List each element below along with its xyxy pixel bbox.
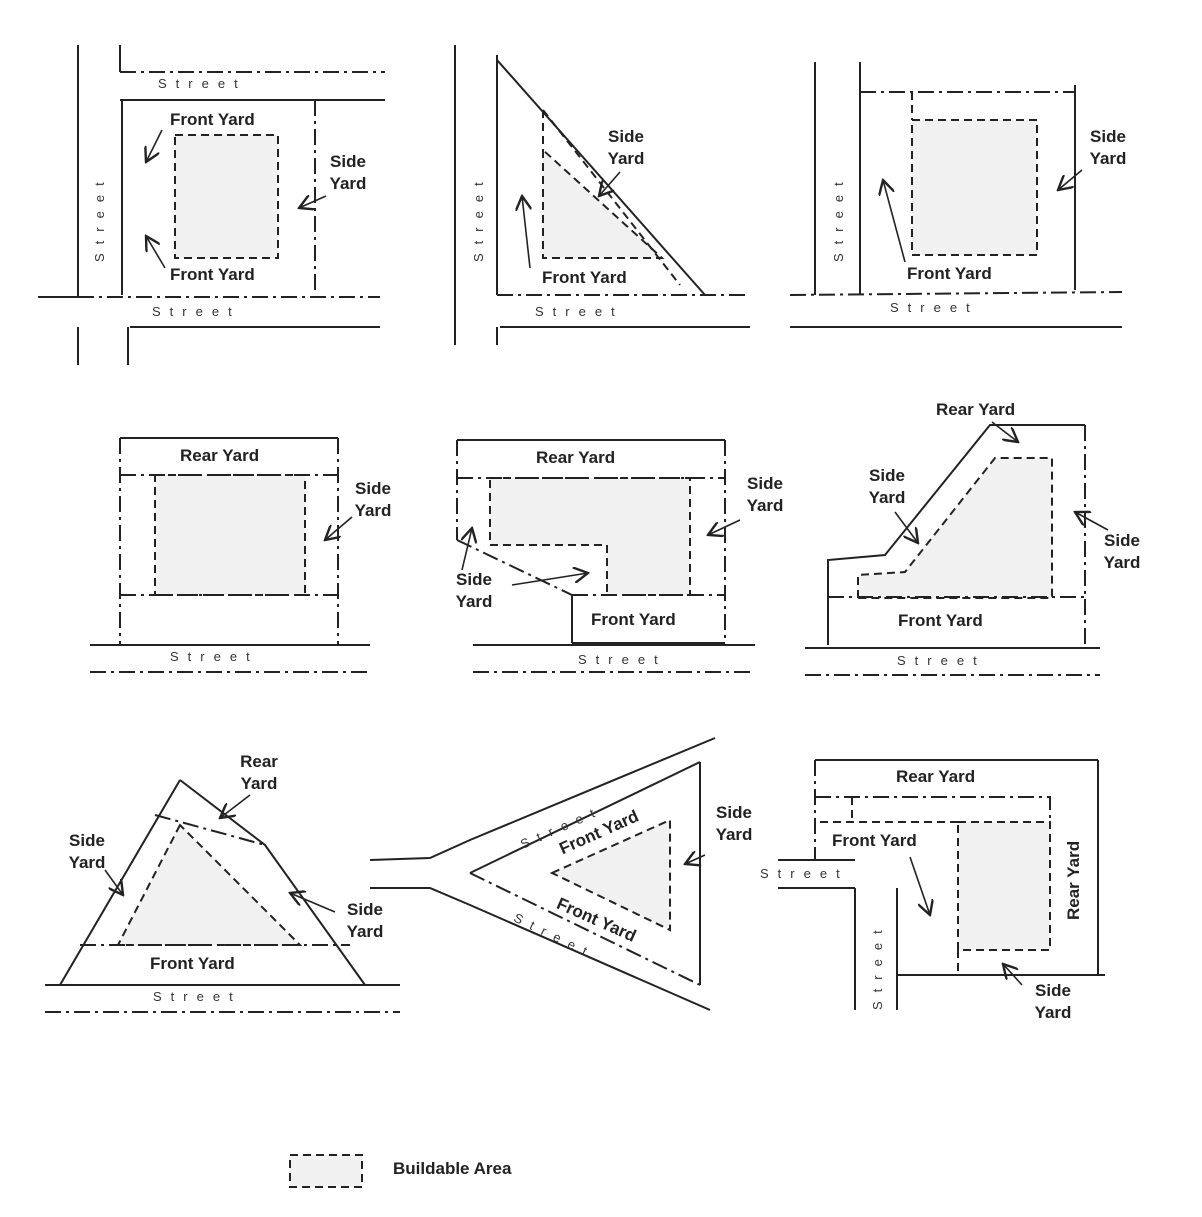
pointer-arrow-icon (104, 869, 123, 895)
buildable-area (549, 818, 671, 932)
pointer-arrow-icon (909, 856, 930, 915)
lot-line (369, 737, 716, 861)
rear-yard-label: Rear Yard (896, 767, 976, 786)
street-label: Street (890, 300, 979, 315)
pointer-arrow-icon (511, 573, 588, 586)
pointer-arrow-icon (883, 180, 906, 263)
front-yard-label: Front Yard (542, 268, 627, 287)
rear-yard-label: Rear Yard (1064, 840, 1083, 920)
pointer-arrow-icon (220, 794, 251, 818)
street-label: Street (153, 989, 242, 1004)
side-yard-label: Side Yard (607, 127, 645, 168)
lot-line (370, 887, 711, 1011)
lot-line (469, 761, 701, 874)
street-label: Street (170, 649, 259, 664)
pointer-arrow-icon (685, 855, 706, 864)
side-yard-label: Side Yard (1103, 531, 1141, 572)
front-yard-label: Front Yard (591, 610, 676, 629)
buildable-area (174, 134, 279, 259)
side-yard-label: Side Yard (715, 803, 753, 844)
street-label: Street (831, 173, 846, 262)
side-yard-label: Side Yard (455, 570, 493, 611)
pointer-arrow-icon (462, 528, 472, 571)
property-line (789, 291, 1123, 296)
buildable-area (116, 823, 303, 946)
buildable-area (489, 477, 691, 596)
property-line (154, 814, 266, 846)
legend-buildable-area-label: Buildable Area (393, 1159, 512, 1178)
pointer-arrow-icon (146, 129, 163, 162)
pointer-arrow-icon (991, 421, 1018, 442)
lot-line (827, 424, 1085, 645)
legend-buildable-area-swatch (289, 1154, 363, 1188)
side-yard-label: Side Yard (868, 466, 906, 507)
rear-yard-label: Rear Yard (180, 446, 260, 465)
buildable-area (911, 119, 1038, 256)
buildable-area (957, 821, 1051, 951)
rear-yard-label: Rear Yard (936, 400, 1016, 419)
pointer-arrow-icon (290, 893, 336, 913)
street-label: Street (152, 304, 241, 319)
pointer-arrow-icon (1075, 512, 1109, 531)
front-yard-label: Front Yard (170, 110, 255, 129)
buildable-area (857, 457, 1053, 599)
property-line (896, 888, 900, 976)
property-line (456, 539, 573, 596)
pointer-arrow-icon (1058, 169, 1083, 190)
street-label: Street (471, 173, 486, 262)
rear-yard-label: Rear Yard (536, 448, 616, 467)
pointer-arrow-icon (708, 519, 741, 535)
buildable-area (154, 474, 306, 596)
front-yard-label: Front Yard (150, 954, 235, 973)
buildable-area (542, 147, 665, 259)
front-yard-label: Front Yard (832, 831, 917, 850)
side-yard-label: Side Yard (1089, 127, 1127, 168)
pointer-arrow-icon (894, 511, 918, 543)
front-yard-label: Front Yard (170, 265, 255, 284)
side-yard-label: Side Yard (346, 900, 384, 941)
property-line (469, 872, 701, 986)
street-label: Street (158, 76, 247, 91)
pointer-arrow-icon (146, 236, 166, 269)
pointer-arrow-icon (522, 196, 530, 269)
property-line (815, 796, 1051, 822)
side-yard-label: Side Yard (746, 474, 784, 515)
street-label: Street (92, 173, 107, 262)
rear-yard-label: Rear Yard (240, 752, 278, 793)
street-label: Street (535, 304, 624, 319)
street-label: Street (897, 653, 986, 668)
front-yard-label: Front Yard (907, 264, 992, 283)
street-label: Street (760, 866, 849, 881)
pointer-arrow-icon (1003, 964, 1023, 986)
front-yard-label: Front Yard (898, 611, 983, 630)
side-yard-label: Side Yard (329, 152, 367, 193)
street-label: Street (578, 652, 667, 667)
street-label: Street (870, 921, 885, 1010)
pointer-arrow-icon (325, 516, 353, 540)
side-yard-label: Side Yard (68, 831, 106, 872)
lot-line (179, 779, 366, 986)
side-yard-label: Side Yard (1034, 981, 1072, 1022)
lot-line (496, 59, 706, 296)
pointer-arrow-icon (599, 171, 621, 196)
pointer-arrow-icon (299, 196, 327, 208)
side-yard-label: Side Yard (354, 479, 392, 520)
